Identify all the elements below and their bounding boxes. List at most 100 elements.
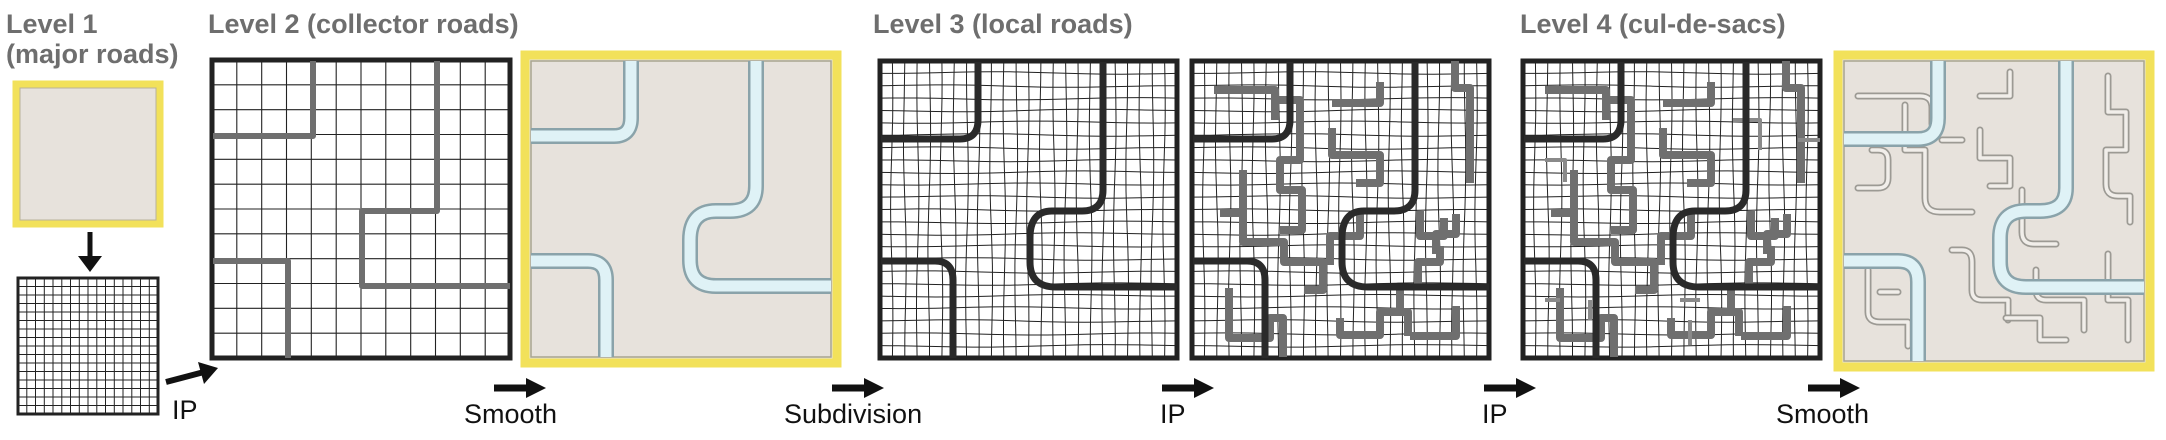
grid-line: [879, 344, 1178, 348]
grid-line: [879, 195, 1178, 199]
grid-line: [1191, 344, 1490, 348]
major-road: [881, 62, 982, 143]
grid-line: [1474, 60, 1478, 359]
level1-tile-inner: [19, 87, 157, 221]
grid-line: [1437, 60, 1441, 359]
local-road: [1275, 96, 1306, 234]
smooth-major-roads: [1844, 61, 2144, 361]
grid-line: [1150, 61, 1155, 359]
level3-major-roads: [881, 62, 1177, 358]
step-label-ip: IP: [1160, 399, 1186, 429]
grid-line: [1191, 293, 1489, 298]
arrow-right-icon: [1808, 378, 1860, 398]
grid-line: [880, 282, 1178, 286]
major-road: [1193, 257, 1269, 358]
grid-line: [879, 306, 1178, 310]
grid-line: [1781, 60, 1786, 359]
local-road: [1328, 128, 1384, 187]
grid-line: [879, 182, 1178, 186]
grid-line: [1669, 60, 1673, 359]
smooth-road: [531, 255, 612, 357]
cul-de-sac: [1545, 158, 1567, 182]
grid-line: [1002, 60, 1006, 359]
local-road: [1659, 128, 1715, 187]
local-road: [1239, 213, 1327, 294]
level4-title: Level 4 (cul-de-sacs): [1520, 9, 1786, 39]
major-road: [1193, 62, 1294, 143]
grid-line: [1192, 282, 1490, 286]
smooth-road: [1844, 61, 1944, 145]
local-road: [1556, 288, 1618, 357]
local-road: [1432, 214, 1460, 254]
grid-border: [209, 57, 513, 361]
step-label-smooth: Smooth: [1776, 399, 1870, 429]
arrow-right-icon: [494, 378, 546, 398]
grid-line: [1522, 344, 1821, 348]
grid-line: [1805, 60, 1809, 359]
grid-border: [877, 58, 1180, 361]
grid-border: [1189, 58, 1492, 361]
level3-title: Level 3 (local roads): [873, 9, 1133, 39]
collector-road: [213, 61, 316, 139]
level3-ip-major-roads: [1193, 62, 1489, 358]
grid-line: [879, 170, 1178, 175]
smooth-local-road: [1903, 103, 1974, 214]
arrow-right-icon: [1162, 378, 1214, 398]
local-road: [1214, 86, 1279, 120]
grid-line: [1522, 158, 1821, 163]
grid-line: [1326, 60, 1331, 359]
level3-ip-panel: [1189, 58, 1492, 361]
step-label-smooth: Smooth: [464, 399, 558, 429]
grid-border: [16, 276, 160, 416]
grid-line: [1768, 60, 1772, 359]
step-label-ip: IP: [1482, 399, 1508, 429]
smooth-local-road: [2020, 188, 2058, 246]
grid-line: [989, 61, 994, 359]
level4-major-roads: [1524, 62, 1820, 358]
local-road: [1414, 246, 1444, 290]
smooth-road: [684, 61, 831, 292]
level3-local-roads: [1214, 61, 1474, 357]
local-road: [1336, 308, 1412, 339]
smooth-local-road: [2004, 316, 2068, 342]
grid-line: [1014, 60, 1019, 359]
arrow-right-icon: [1484, 378, 1536, 398]
collector-road: [359, 61, 510, 289]
grid-line: [879, 158, 1178, 163]
smooth-local-road: [1856, 148, 1890, 190]
local-road: [1606, 96, 1637, 234]
step-label-ip: IP: [172, 395, 198, 425]
level2-collector-roads: [213, 61, 510, 358]
local-road: [1225, 288, 1287, 357]
arrow-right-icon: [165, 362, 218, 385]
grid-line: [1162, 60, 1166, 359]
grid-line: [1462, 61, 1467, 359]
grid-line: [1523, 282, 1821, 286]
grid-line: [1191, 306, 1490, 310]
smooth-road: [1844, 255, 1924, 361]
smooth-local-road: [2106, 252, 2130, 342]
local-road: [1782, 61, 1805, 183]
level4-cul-de-sacs: [1545, 118, 1820, 345]
grid-line: [1450, 60, 1455, 359]
grid-line: [879, 332, 1178, 336]
arrow-right-icon: [832, 378, 884, 398]
smooth-road: [531, 61, 637, 142]
local-road: [1741, 306, 1791, 340]
local-road: [1332, 82, 1384, 107]
local-road: [1570, 213, 1658, 294]
local-road: [1667, 308, 1743, 339]
level3-grid-panel: [877, 58, 1180, 361]
grid-line: [1522, 293, 1820, 298]
grid-line: [1793, 61, 1798, 359]
smooth-local-road: [1866, 268, 1910, 348]
grid-line: [1191, 158, 1490, 163]
smooth-local-road: [1950, 248, 2010, 322]
grid-line: [1657, 60, 1662, 359]
level1-grid: [16, 276, 160, 416]
major-road: [881, 257, 957, 358]
local-road: [1763, 214, 1791, 254]
grid-border: [1520, 58, 1823, 361]
major-road: [1669, 62, 1820, 291]
